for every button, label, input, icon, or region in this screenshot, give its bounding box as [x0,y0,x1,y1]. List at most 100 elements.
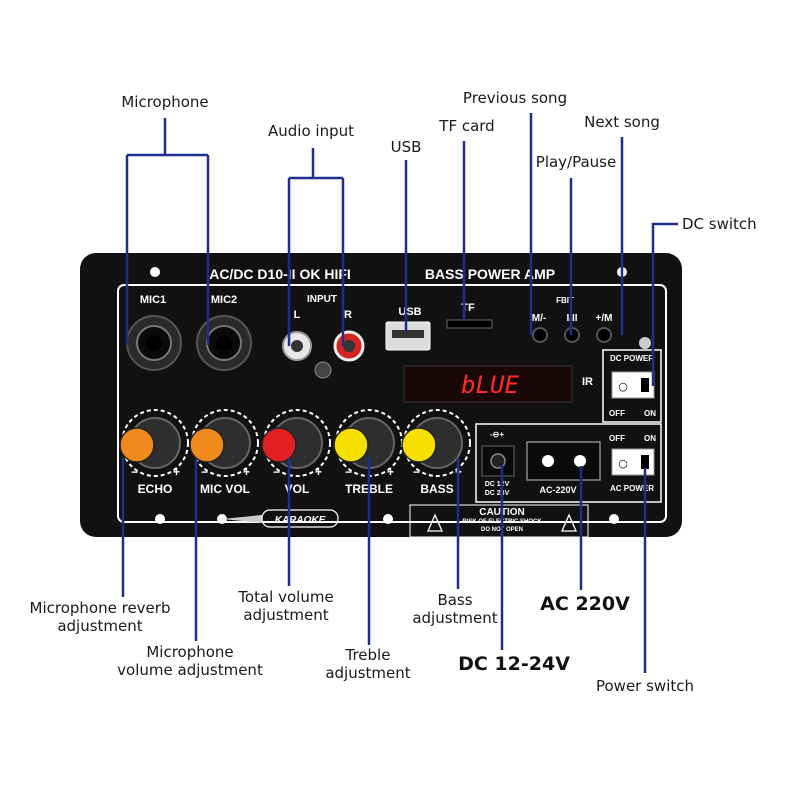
screw-hole-icon [609,514,619,524]
dc-off-label: OFF [609,409,625,418]
label-play-pause: Play/Pause [535,153,617,171]
knob-treble[interactable]: −+TREBLE [333,409,403,496]
label-microphone: Microphone [121,93,209,111]
knob-cap[interactable] [261,427,297,463]
label-mic-volume-line1: Microphone [146,643,234,661]
dc-power-label: DC POWER [610,354,654,363]
knob-plus-icon: + [173,465,180,479]
mic2-jack[interactable] [196,315,252,371]
knob-cap[interactable] [119,427,155,463]
warning-icon [561,513,577,532]
karaoke-label: KARAOKE [275,515,326,526]
ac-pin-icon [542,455,554,467]
rca-left-jack[interactable] [282,331,312,361]
label-total-volume-line1: Total volume [238,588,334,606]
usb-label: USB [398,306,421,318]
knob-plus-icon: + [315,465,322,479]
knob-minus-icon: − [273,465,280,479]
label-mic-reverb-line2: adjustment [57,617,143,635]
switch-on-icon [641,378,649,392]
knob-scale-ring [403,409,471,477]
next-song-button[interactable] [596,327,612,343]
knob-scale-ring [121,409,189,477]
screw-hole-icon [150,267,160,277]
ac-socket[interactable] [526,441,601,481]
ac-label: AC-220V [539,485,576,495]
label-treble-line2: adjustment [325,664,411,682]
label-mic-volume: Microphone volume adjustment [117,643,263,679]
ac-off-label: OFF [609,434,625,443]
knob-bass[interactable]: −+BASS [401,409,471,496]
ac-power-label: AC POWER [610,484,654,493]
input-label: INPUT [307,294,337,305]
label-bass: Bass adjustment [412,591,497,627]
switch-off-icon: ○ [618,380,628,393]
label-dc-input: DC 12-24V [458,653,570,675]
tf-card-slot[interactable] [446,319,493,329]
knob-vol[interactable]: − + VOL [261,409,331,496]
btn-next-label: +/M [596,313,613,324]
header-model: AC/DC D10-II OK HIFI [209,266,351,282]
dc-jack-label-2: DC 24V [485,490,510,497]
knob-cap[interactable] [333,427,369,463]
header-backing [175,262,575,284]
warning-icon [427,513,443,532]
label-usb: USB [390,138,422,156]
label-bass-line2: adjustment [412,609,498,627]
knob-echo[interactable]: −+ECHO [119,409,189,496]
knob-label: MIC VOL [200,482,250,496]
ac-pin-icon [574,455,586,467]
screw-hole-icon [383,514,393,524]
label-audio-input: Audio input [268,122,354,140]
knob-minus-icon: − [201,465,208,479]
knob-cap[interactable] [189,427,225,463]
label-mic-volume-line2: volume adjustment [117,661,263,679]
usb-port-slot [392,330,424,338]
label-dc-switch: DC switch [682,215,757,233]
led-display [403,365,573,403]
dc-polarity-icon: -⊖+ [490,430,504,439]
label-total-volume-line2: adjustment [243,606,329,624]
label-previous-song: Previous song [462,89,568,107]
input-r-label: R [344,309,352,321]
rca-right-jack[interactable] [333,330,365,362]
dc-on-label: ON [644,409,656,418]
mic1-jack[interactable] [126,315,182,371]
knob-plus-icon: + [387,465,394,479]
led-display-text: bLUE [461,371,519,399]
knob-plus-icon: + [243,465,250,479]
label-mic-reverb: Microphone reverb adjustment [30,599,171,635]
dc-power-box [602,349,662,423]
caution-box [409,504,589,538]
mic1-label: MIC1 [140,294,166,306]
dc-jack-pin-icon [490,453,506,469]
dc-jack-label-1: DC 12V [485,481,510,488]
audio-input-callout-line [287,148,345,346]
knob-mic-vol[interactable]: − + MIC VOL [189,409,259,496]
knob-label: VOL [285,482,310,496]
karaoke-badge [261,509,339,528]
ac-switch-on-icon [641,455,649,469]
previous-song-button[interactable] [532,327,548,343]
ac-switch-off-icon: ○ [618,457,628,470]
knob-minus-icon: − [413,465,420,479]
input-l-label: L [294,309,301,321]
btn-prev-label: M/- [532,313,546,324]
ir-sensor-icon [314,361,332,379]
knob-minus-icon: − [345,465,352,479]
dc-switch-callout-line [651,222,678,386]
ir-label: IR [582,376,593,388]
microphone-callout-line [125,118,210,345]
callout-lines [121,113,678,673]
knob-row: −+ECHO−+MIC VOL−+VOL−+TREBLE−+BASS [119,409,471,496]
label-power-switch: Power switch [595,677,695,695]
label-mic-reverb-line1: Microphone reverb [29,599,171,617]
karaoke-mic-icon [222,515,262,523]
label-total-volume: Total volume adjustment [238,588,333,624]
label-bass-line1: Bass [437,591,473,609]
knob-cap[interactable] [401,427,437,463]
screw-hole-icon [155,514,165,524]
ac-on-label: ON [644,434,656,443]
knob-scale-ring [263,409,331,477]
